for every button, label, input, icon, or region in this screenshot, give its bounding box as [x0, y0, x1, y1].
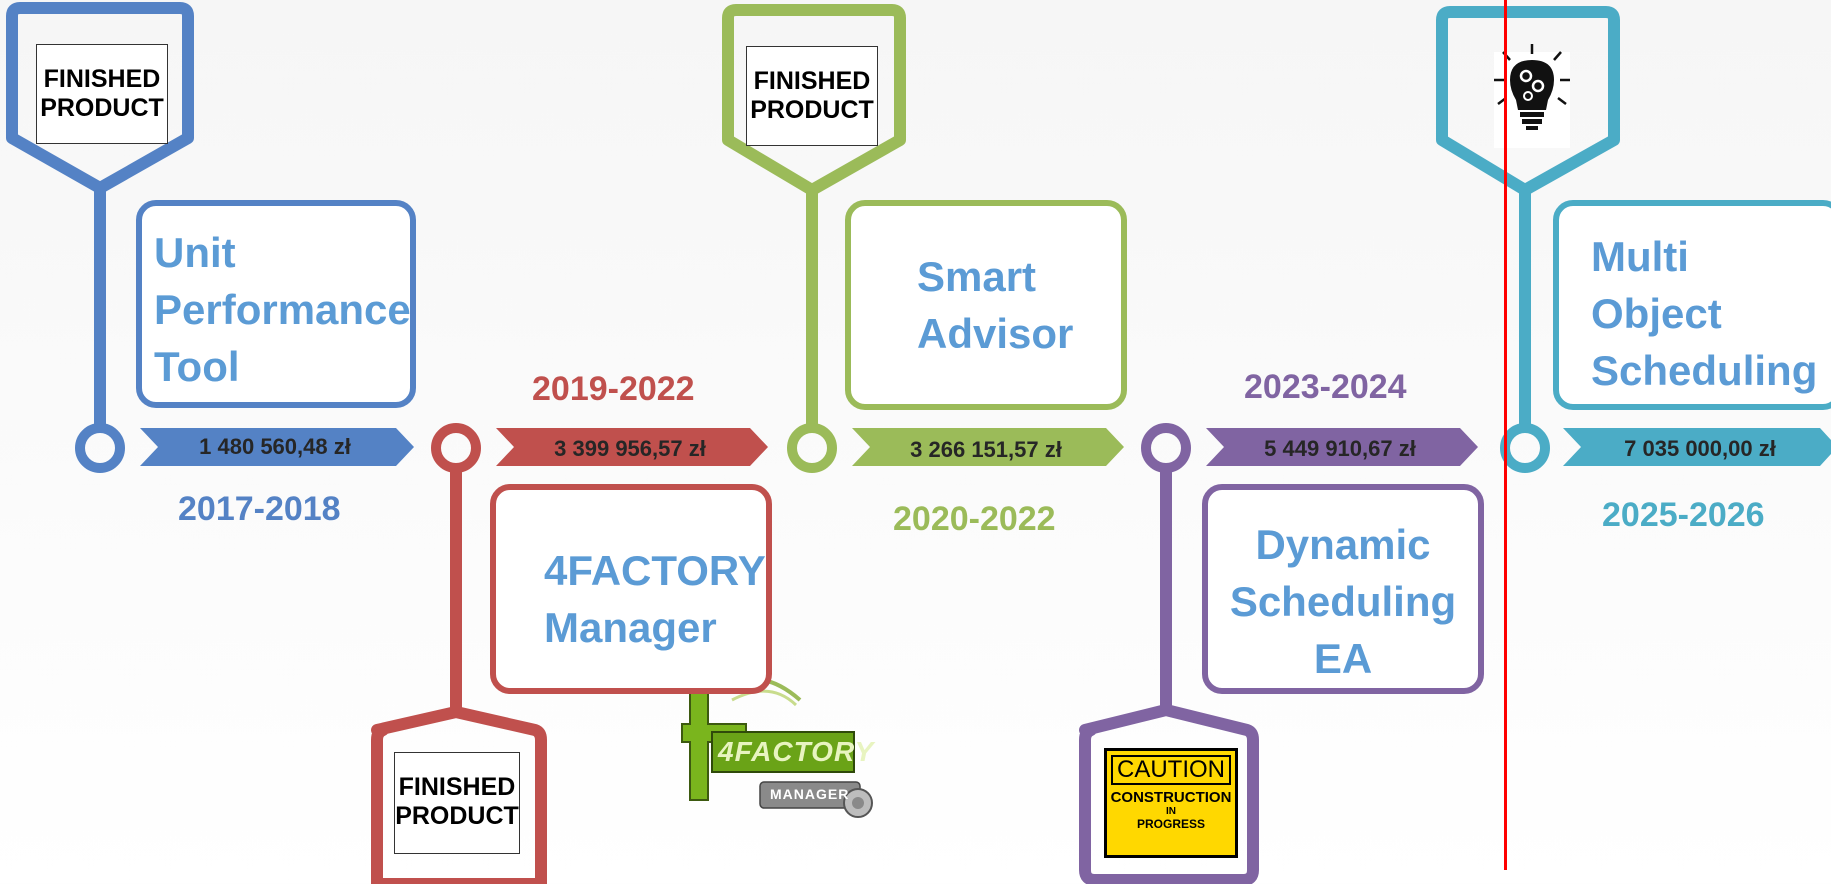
amount-arrow	[1206, 428, 1478, 466]
year-label: 2020-2022	[893, 500, 1056, 538]
tool-title-line: Advisor	[917, 310, 1074, 357]
tool-box-multi-object-scheduling: Multi Object Scheduling	[1553, 200, 1831, 410]
progress-label: PROGRESS	[1136, 817, 1205, 831]
tool-title-line: Unit	[154, 229, 236, 276]
stage-smart-advisor	[722, 4, 1124, 473]
logo-sub-text: MANAGER	[770, 786, 850, 802]
amount-arrow	[140, 428, 414, 466]
tool-box-4factory-manager: 4FACTORY Manager	[490, 484, 772, 694]
pin-ring	[787, 423, 837, 473]
caution-label: CAUTION	[1111, 755, 1231, 785]
funding-amount: 1 480 560,48 zł	[199, 434, 351, 459]
tool-title-line: EA	[1313, 635, 1373, 682]
tool-title-line: Tool	[154, 343, 240, 390]
year-label: 2023-2024	[1244, 368, 1407, 406]
pin-head	[1436, 6, 1620, 196]
tool-title-line: Scheduling	[1591, 347, 1818, 394]
4factory-manager-logo	[681, 666, 873, 818]
funding-amount: 7 035 000,00 zł	[1624, 436, 1776, 461]
tool-box-smart-advisor: Smart Advisor	[845, 200, 1127, 410]
construction-in-progress-sign: CAUTION CONSTRUCTION IN PROGRESS	[1104, 748, 1238, 858]
pin-ring	[431, 423, 481, 473]
stage-unit-performance-tool	[6, 2, 414, 473]
tool-box-unit-performance-tool: Unit Performance Tool	[136, 200, 416, 408]
tool-title-line: Manager	[544, 604, 717, 651]
tool-title-line: 4FACTORY	[544, 547, 766, 594]
in-label: IN	[1166, 806, 1176, 817]
pin-ring	[75, 423, 125, 473]
amount-arrow	[1563, 428, 1831, 466]
pin-head	[6, 2, 194, 194]
tool-box-dynamic-scheduling-ea: Dynamic Scheduling EA	[1202, 484, 1484, 694]
pin-ring	[1141, 423, 1191, 473]
tool-title-line: Multi	[1591, 233, 1689, 280]
pin-head	[371, 706, 547, 884]
construction-label: CONSTRUCTION	[1110, 789, 1232, 806]
finished-product-sign: FINISHED PRODUCT	[394, 752, 520, 854]
current-date-marker	[1504, 0, 1507, 870]
amount-arrow	[496, 428, 768, 466]
funding-amount: 3 266 151,57 zł	[910, 437, 1062, 462]
year-label: 2019-2022	[532, 370, 695, 408]
logo-main-text: 4FACTORY	[718, 736, 875, 767]
funding-amount: 5 449 910,67 zł	[1264, 436, 1416, 461]
tool-title-line: Scheduling	[1229, 578, 1457, 625]
stage-4factory-manager	[371, 423, 768, 884]
finished-product-sign: FINISHED PRODUCT	[36, 44, 168, 144]
funding-amount: 3 399 956,57 zł	[554, 436, 706, 461]
year-label: 2025-2026	[1602, 496, 1765, 534]
tool-title-line: Smart	[917, 253, 1037, 300]
tool-title-line: Performance	[154, 286, 411, 333]
year-label: 2017-2018	[178, 490, 341, 528]
stage-dynamic-scheduling-ea	[1079, 423, 1478, 884]
tool-title-line: Object	[1591, 290, 1722, 337]
pin-head	[1079, 704, 1259, 884]
pin-head	[722, 4, 906, 196]
tool-title-line: Dynamic	[1255, 521, 1431, 568]
amount-arrow	[852, 428, 1124, 466]
pin-ring	[1500, 423, 1550, 473]
finished-product-sign: FINISHED PRODUCT	[746, 46, 878, 146]
